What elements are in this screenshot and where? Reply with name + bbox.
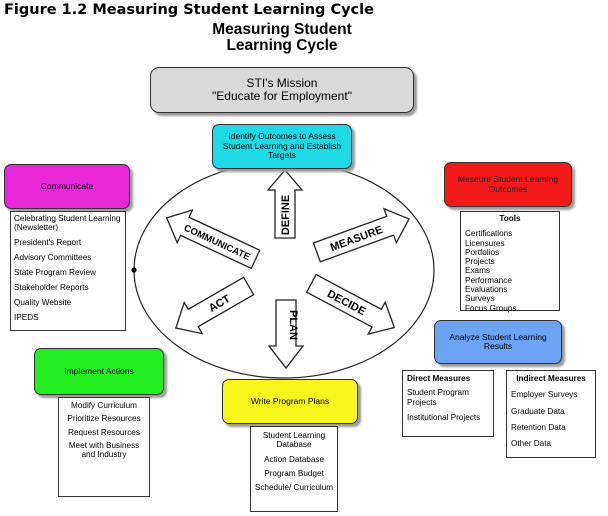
list-item: Meet with Business and Industry [68, 440, 140, 460]
mission-line2: "Educate for Employment" [212, 89, 352, 103]
define-arrow-label: DEFINE [280, 195, 292, 235]
measure-outcomes-box: Meseure Student Learning Outcomes [444, 162, 572, 207]
measure-arrow: MEASURE [312, 207, 410, 263]
communicate-list: Celebrating Student Learning (Newsletter… [10, 211, 126, 331]
tools-title: Tools [499, 214, 521, 223]
list-item: Projects [465, 257, 495, 267]
list-item: Retention Data [511, 422, 566, 432]
figure-caption: Figure 1.2 Measuring Student Learning Cy… [4, 2, 374, 18]
implement-actions-list: Modify Curriculum Prioritize Resources R… [58, 397, 150, 497]
decide-arrow: DECIDE [305, 273, 396, 336]
diagram-title: Measuring Student Learning Cycle [188, 22, 376, 54]
list-item: Evaluations [465, 285, 508, 295]
list-item: Licensures [465, 238, 505, 248]
direct-measures-title: Direct Measures [407, 374, 471, 383]
communicate-box: Communicate [4, 164, 130, 209]
list-item: Employer Surveys [511, 390, 578, 400]
list-item: Stakeholder Reports [14, 282, 89, 292]
plan-arrow-label: PLAN [287, 310, 299, 340]
direct-measures-list: Direct Measures Student Program Projects… [402, 370, 494, 437]
list-item: Request Resources [68, 427, 140, 437]
list-item: Program Budget [264, 468, 324, 478]
list-item: Celebrating Student Learning (Newsletter… [14, 214, 121, 233]
list-item: Certifications [465, 229, 513, 239]
list-item: Schedule/ Curriculum [254, 483, 334, 493]
list-item: Surveys [465, 294, 495, 304]
mission-box: STI's Mission "Educate for Employment" [150, 67, 414, 113]
indirect-measures-list: Indirect Measures Employer Surveys Gradu… [506, 370, 596, 458]
list-item: Graduate Data [511, 406, 565, 416]
plan-arrow: PLAN [267, 299, 305, 370]
list-item: Focus Groups [465, 303, 517, 313]
list-item: President's Report [14, 238, 82, 248]
list-item: Advisory Committees [14, 253, 92, 263]
write-program-plans-box: Write Program Plans [222, 379, 358, 424]
list-item: Portfolios [465, 247, 500, 257]
list-item: IPEDS [14, 312, 39, 322]
mission-line1: STI's Mission [246, 76, 318, 90]
define-arrow: DEFINE [266, 168, 304, 239]
act-arrow: ACT [175, 276, 255, 335]
list-item: Action Database [263, 454, 325, 464]
list-item: Institutional Projects [407, 412, 481, 422]
list-item: Modify Curriculum [71, 401, 137, 410]
list-item: Prioritize Resources [67, 414, 141, 424]
list-item: Student Program Projects [407, 388, 469, 407]
diagram-title-line2: Learning Cycle [226, 37, 338, 54]
list-item: State Program Review [14, 267, 96, 277]
list-item: Student Learning Database [262, 431, 326, 450]
list-item: Quality Website [14, 297, 72, 307]
write-plans-list: Student Learning Database Action Databas… [250, 426, 338, 512]
communicate-arrow: COMMUNICATE [165, 208, 261, 270]
diagram-title-line1: Measuring Student [212, 21, 352, 38]
list-item: Exams [465, 266, 491, 276]
implement-actions-box: Implement Actions [34, 348, 164, 395]
cycle-dot [131, 267, 137, 273]
identify-outcomes-box: Identify Outcomes to Assess Student Lear… [212, 124, 352, 169]
analyze-results-box: Analyze Student Learning Results [434, 320, 562, 364]
list-item: Other Data [511, 439, 552, 449]
list-item: Performance [465, 275, 512, 285]
tools-list: Tools Certifications Licensures Portfoli… [460, 211, 560, 313]
indirect-measures-title: Indirect Measures [516, 374, 586, 383]
